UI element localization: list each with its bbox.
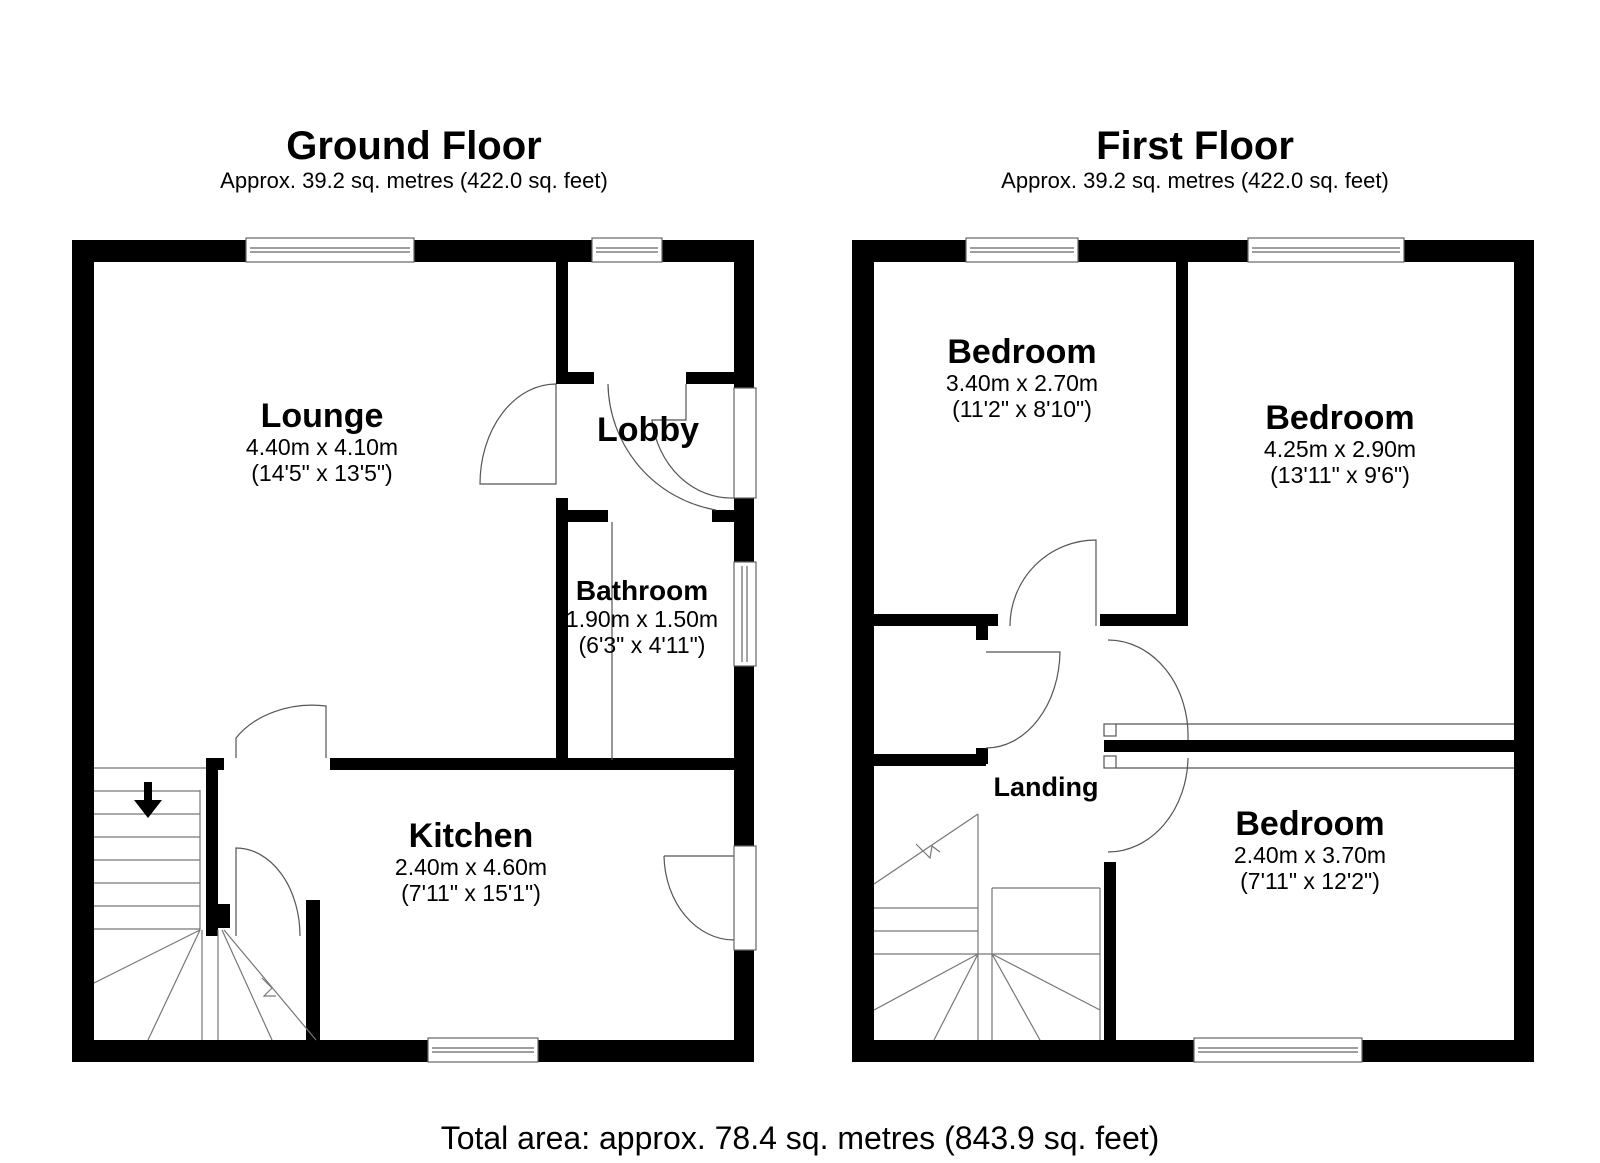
first-floor-title: First Floor [1096,124,1294,168]
first-floor-windows [965,237,1405,1063]
first-floor-doors [985,539,1514,853]
ground-outer-wall-bottom [72,1040,754,1062]
bedroom-3-door-swing [1107,757,1189,853]
bedroom-2-door-swing [1107,639,1189,741]
cupboard-door-swing-first [985,651,1061,749]
room-label-bathroom: Bathroom 1.90m x 1.50m (6'3" x 4'11") [565,575,719,659]
total-area-caption: Total area: approx. 78.4 sq. metres (843… [440,1120,1160,1156]
bedroom-1-window [965,237,1079,263]
ground-floor-stairs [93,767,317,1041]
ground-floor-heading: Ground Floor Approx. 39.2 sq. metres (42… [114,124,714,194]
room-label-landing: Landing [993,772,1099,802]
room-label-bedroom-3: Bedroom 2.40m x 3.70m (7'11" x 12'2") [1233,805,1387,894]
room-label-bedroom-2: Bedroom 4.25m x 2.90m (13'11" x 9'6") [1263,399,1417,488]
stairs-down-arrow-icon [134,782,162,818]
lobby-left-wall-upper [556,262,568,384]
lobby-window [591,237,663,263]
ground-floor-windows [245,237,757,1063]
kitchen-side-door-frame [733,845,757,951]
room-label-bedroom-1: Bedroom 3.40m x 2.70m (11'2" x 8'10") [945,333,1099,422]
ground-outer-wall-left [72,240,94,1062]
room-label-kitchen: Kitchen 2.40m x 4.60m (7'11" x 15'1") [394,817,548,906]
room-label-lounge: Lounge 4.40m x 4.10m (14'5" x 13'5") [245,397,399,486]
first-floor-heading: First Floor Approx. 39.2 sq. metres (422… [895,124,1495,194]
first-outer-wall-right [1514,240,1534,1062]
first-floor-area: Approx. 39.2 sq. metres (422.0 sq. feet) [1001,168,1389,193]
ground-floor-doors [235,383,735,941]
ground-floor-title: Ground Floor [286,124,542,168]
room-label-lobby: Lobby [597,411,699,449]
lounge-window [245,237,415,263]
lounge-door-swing [479,383,557,485]
ground-floor-area: Approx. 39.2 sq. metres (422.0 sq. feet) [220,168,608,193]
bathroom-left-wall [556,498,568,760]
bedroom-3-window [1193,1037,1363,1063]
bedroom-divider-horizontal-wall [1112,740,1514,752]
cupboard-door-swing [235,847,301,937]
front-door-swing [651,384,735,499]
first-floor-stairs [873,813,1101,1041]
kitchen-window [427,1037,539,1063]
bedroom-left-wall [1104,862,1116,1040]
kitchen-lounge-door-swing [235,704,327,758]
lobby-door-swing [607,383,717,511]
first-outer-wall-left [852,240,874,1062]
bathroom-window [733,561,757,667]
bedroom-divider-wall [1176,262,1188,626]
bedroom-1-door-swing [1009,539,1097,627]
first-outer-wall-top [852,240,1534,262]
kitchen-door-swing [663,855,735,941]
kitchen-top-wall [330,758,734,770]
lobby-side-window [733,387,757,499]
first-outer-wall-bottom [852,1040,1534,1062]
bedroom-2-window [1247,237,1405,263]
